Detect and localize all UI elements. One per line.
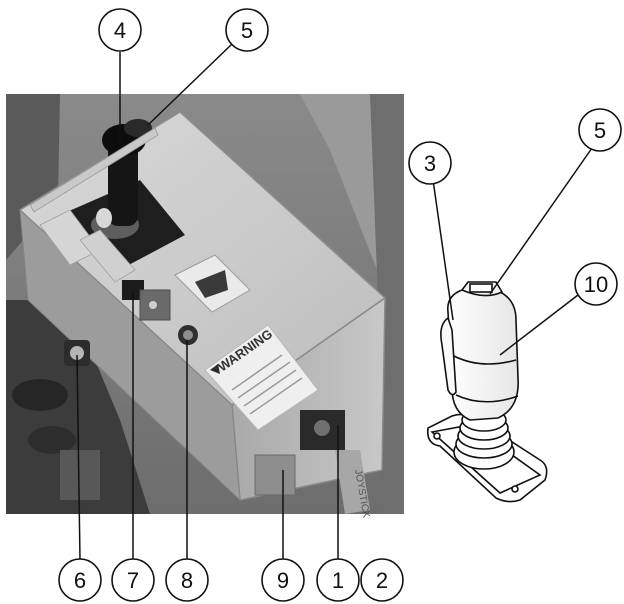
callout-4: 4 — [98, 8, 142, 52]
leader-lines — [76, 43, 593, 561]
callout-5-drawing: 5 — [578, 108, 622, 152]
svg-text:2: 2 — [376, 568, 388, 593]
svg-text:5: 5 — [241, 18, 253, 43]
callout-2: 2 — [360, 558, 404, 602]
joystick-grip — [446, 289, 519, 421]
callout-10: 10 — [574, 262, 618, 306]
callout-7: 7 — [111, 558, 155, 602]
control-box-photo: WARNING JOYSTICK — [6, 94, 404, 519]
warning-decal — [204, 324, 319, 431]
svg-text:1: 1 — [332, 568, 344, 593]
callout-5-photo: 5 — [225, 8, 269, 52]
callout-6: 6 — [58, 558, 102, 602]
callout-8: 8 — [165, 558, 209, 602]
callout-3: 3 — [408, 141, 452, 185]
svg-text:4: 4 — [114, 18, 126, 43]
svg-text:9: 9 — [277, 568, 289, 593]
joystick-boot — [453, 408, 515, 470]
svg-text:8: 8 — [181, 568, 193, 593]
svg-text:7: 7 — [127, 568, 139, 593]
svg-text:3: 3 — [424, 151, 436, 176]
svg-text:10: 10 — [584, 272, 608, 297]
callout-1: 1 — [316, 558, 360, 602]
joystick-drawing — [426, 281, 548, 503]
svg-text:6: 6 — [74, 568, 86, 593]
callout-9: 9 — [261, 558, 305, 602]
svg-text:5: 5 — [594, 118, 606, 143]
